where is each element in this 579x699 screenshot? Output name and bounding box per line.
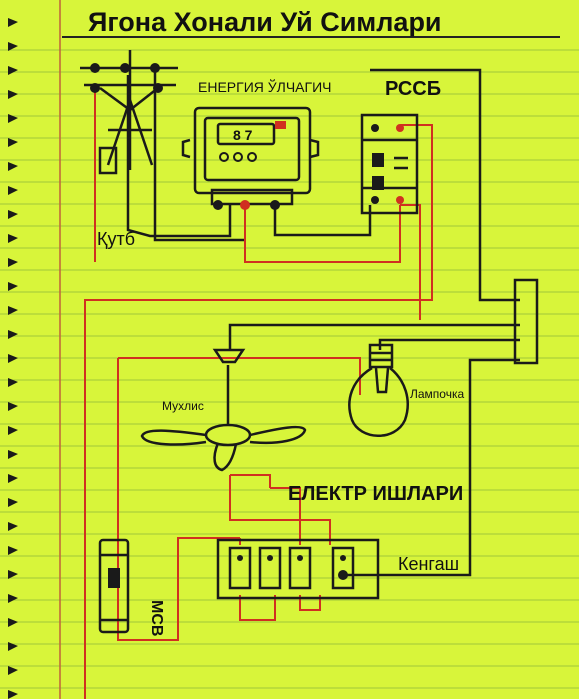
binding-hole	[8, 66, 18, 75]
binding-hole	[8, 306, 18, 315]
binding-hole	[8, 186, 18, 195]
switch-board	[216, 538, 380, 600]
binding-hole	[8, 450, 18, 459]
electrical-works-label: ЕЛЕКТР ИШЛАРИ	[288, 483, 463, 505]
binding-hole	[8, 282, 18, 291]
board-label: Кенгаш	[398, 554, 459, 574]
binding-hole	[8, 162, 18, 171]
binding-hole	[8, 354, 18, 363]
notebook-ruling	[0, 49, 579, 689]
binding-hole	[8, 474, 18, 483]
binding-hole	[8, 642, 18, 651]
fan-label: Мухлис	[162, 399, 204, 413]
rccb-terminals	[371, 124, 404, 204]
binding-hole	[8, 498, 18, 507]
binding-hole	[8, 330, 18, 339]
binding-hole	[8, 114, 18, 123]
mcb-device	[98, 538, 130, 634]
energy-meter	[181, 106, 320, 206]
rccb-switches	[372, 153, 384, 190]
binding-hole	[8, 378, 18, 387]
junction-box	[513, 278, 539, 365]
binding-hole	[8, 426, 18, 435]
pole-label: Қутб	[97, 229, 135, 249]
binding-hole	[8, 594, 18, 603]
meter-display: 8 7	[233, 127, 253, 143]
binding-hole	[8, 402, 18, 411]
meter-buttons	[219, 152, 257, 162]
board-switch-points	[237, 555, 348, 580]
binding-hole	[8, 618, 18, 627]
light-bulb	[348, 343, 409, 437]
binding-hole	[8, 522, 18, 531]
bulb-label: Лампочка	[410, 387, 464, 401]
binding-hole	[8, 210, 18, 219]
meter-terminals	[213, 200, 280, 210]
mcb-label: MCB	[148, 600, 165, 636]
diagram-title: Ягона Хонали Уй Симлари	[88, 7, 442, 37]
binding-hole	[8, 18, 18, 27]
energy-meter-label: ЕНЕРГИЯ ЎЛЧАГИЧ	[198, 78, 332, 95]
binding-hole	[8, 138, 18, 147]
meter-indicator	[275, 121, 286, 129]
binding-hole	[8, 258, 18, 267]
rccb-label: РССБ	[385, 78, 441, 100]
binding-hole	[8, 666, 18, 675]
ceiling-fan	[140, 348, 307, 472]
mcb-toggle	[108, 568, 120, 588]
binding-holes	[8, 18, 18, 699]
neutral-wires	[126, 68, 520, 577]
binding-hole	[8, 690, 18, 699]
binding-hole	[8, 90, 18, 99]
binding-hole	[8, 42, 18, 51]
live-wires	[84, 92, 433, 699]
binding-hole	[8, 546, 18, 555]
binding-hole	[8, 234, 18, 243]
binding-hole	[8, 570, 18, 579]
rccb-device	[360, 113, 419, 215]
pole-insulators	[90, 63, 163, 93]
